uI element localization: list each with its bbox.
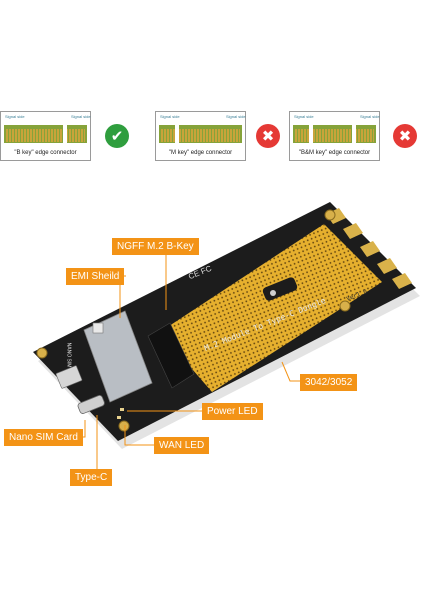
edge-connector-strip xyxy=(4,125,87,143)
callout-nano-sim-card: Nano SIM Card xyxy=(4,429,83,446)
bm-key-connector-panel: Signal side Signal side "B&M key" edge c… xyxy=(289,111,380,161)
signal-side-caption: Signal side xyxy=(294,114,314,119)
connector-label: "M key" edge connector xyxy=(168,150,233,156)
signal-side-caption: Signal side xyxy=(5,114,25,119)
cross-icon: ✖ xyxy=(393,124,417,148)
callout-module-size: 3042/3052 xyxy=(300,374,358,391)
proto-area xyxy=(160,224,382,392)
callout-wan-led: WAN LED xyxy=(154,437,210,454)
signal-side-caption: Signal side xyxy=(360,114,380,119)
sim-slot-silk: NANO SIM xyxy=(65,342,72,368)
signal-side-caption: Signal side xyxy=(71,114,91,119)
callout-ngff-m2-b-key: NGFF M.2 B-Key xyxy=(112,238,199,255)
cross-icon: ✖ xyxy=(256,124,280,148)
connector-label: "B key" edge connector xyxy=(14,150,77,156)
callout-power-led: Power LED xyxy=(202,403,263,420)
signal-side-caption: Signal side xyxy=(160,114,180,119)
signal-side-caption: Signal side xyxy=(226,114,246,119)
b-key-connector-panel: Signal side Signal side "B key" edge con… xyxy=(0,111,91,161)
connector-label: "B&M key" edge connector xyxy=(298,150,371,156)
edge-connector-strip xyxy=(293,125,376,143)
emi-shield xyxy=(83,310,153,403)
check-icon: ✔ xyxy=(105,124,129,148)
edge-connector-strip xyxy=(159,125,242,143)
callout-type-c: Type-C xyxy=(70,469,113,486)
m-key-connector-panel: Signal side Signal side "M key" edge con… xyxy=(155,111,246,161)
m2-slot xyxy=(147,322,195,389)
callout-emi-shield: EMI Sheild xyxy=(66,268,125,285)
